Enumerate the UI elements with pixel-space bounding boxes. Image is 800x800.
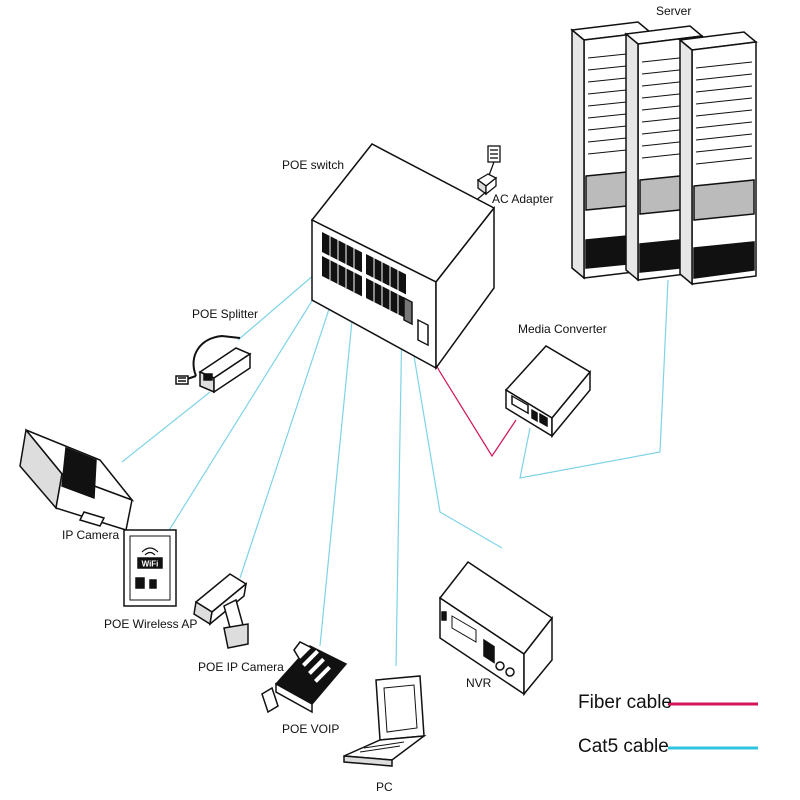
pc-laptop-icon — [343, 675, 427, 767]
media-converter-icon — [504, 345, 592, 439]
poe-splitter-icon — [175, 334, 252, 394]
cable-switch-to-wireless-ap — [167, 271, 331, 533]
pc-label: PC — [376, 780, 393, 794]
cable-switch-to-nvr — [407, 319, 503, 549]
poe-wireless-ap-icon — [123, 529, 177, 607]
poe-switch-label: POE switch — [282, 158, 345, 172]
cable-switch-to-voip — [319, 279, 357, 647]
server-rack-3 — [678, 31, 758, 286]
wifi-badge-text: WiFi — [142, 560, 159, 569]
cat5-cables — [121, 267, 669, 667]
server-label: Server — [656, 4, 692, 18]
cable-switch-to-poe-ipcamera — [239, 275, 341, 579]
nvr-icon — [438, 560, 554, 697]
server-rack-group — [570, 21, 758, 286]
media-converter-label: Media Converter — [518, 322, 607, 336]
poe-voip-label: POE VOIP — [282, 722, 340, 736]
cable-switch-to-pc — [395, 317, 403, 667]
cable-switch-to-splitter — [237, 267, 323, 341]
poe-splitter-label: POE Splitter — [192, 307, 259, 321]
legend-fiber-label: Fiber cable — [578, 692, 672, 713]
ac-adapter-label: AC Adapter — [492, 192, 554, 206]
poe-switch-icon — [310, 143, 496, 371]
poe-wireless-ap-label: POE Wireless AP — [104, 617, 198, 631]
ac-adapter-icon — [461, 145, 501, 213]
poe-ip-camera-label: POE IP Camera — [198, 660, 284, 674]
cable-splitter-to-ipcamera — [121, 391, 211, 463]
ip-camera-icon — [19, 428, 135, 531]
poe-voip-phone-icon — [261, 641, 348, 714]
poe-ip-camera-icon — [193, 573, 249, 649]
ip-camera-label: IP Camera — [62, 528, 120, 542]
cable-server-to-converter — [519, 279, 669, 479]
nvr-label: NVR — [466, 676, 492, 690]
legend-cat5-label: Cat5 cable — [578, 736, 669, 757]
